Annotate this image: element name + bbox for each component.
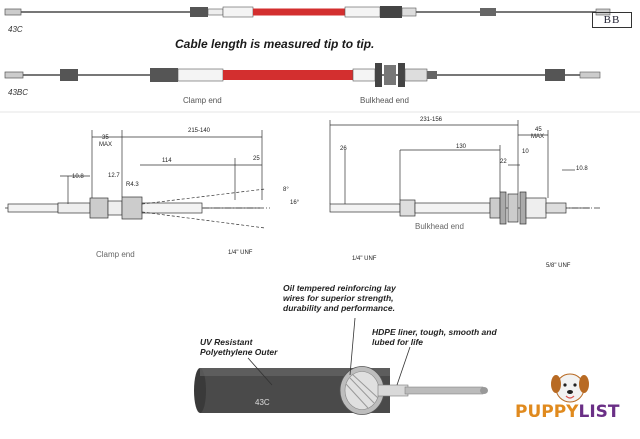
dim-label: 25 (253, 156, 260, 162)
cable-43bc (4, 63, 601, 87)
dim-label: 130 (456, 144, 467, 150)
drawing-clamp-end-label: Clamp end (96, 250, 135, 259)
dim-label: 12.7 (108, 173, 120, 179)
dim-label: 231-156 (420, 117, 443, 123)
puppy-icon (551, 373, 589, 403)
clamp-end-label: Clamp end (183, 96, 222, 105)
callout-liner: HDPE liner, tough, smooth and lubed for … (372, 327, 497, 347)
callout-lay-wires: Oil tempered reinforcing lay wires for s… (283, 283, 396, 313)
cable-code-top: 43C (8, 25, 23, 34)
dim-label: 1/4" UNF (352, 256, 377, 262)
dim-label: 1/4" UNF (228, 250, 253, 256)
drawing-bulkhead-end-label: Bulkhead end (415, 222, 464, 231)
dim-label: 22 (500, 159, 507, 165)
dim-label: 10.8 (72, 174, 84, 180)
dim-label: 10 (522, 149, 529, 155)
jacket-label: 43C (255, 398, 270, 407)
bb-logo: BB (592, 12, 632, 28)
cable-cross-section: 43C (194, 317, 488, 415)
diagram-title: Cable length is measured tip to tip. (175, 37, 375, 51)
bulkhead-end-drawing (329, 120, 600, 225)
dim-label: 26 (340, 146, 347, 152)
cable-code-bottom: 43BC (8, 88, 29, 97)
clamp-end-dims: 35 MAX 215-140 114 25 12.7 10.8 R4.3 8° … (72, 128, 300, 256)
dim-label: MAX (531, 134, 544, 140)
dim-label: 215-140 (188, 128, 211, 134)
dim-label: MAX (99, 142, 112, 148)
dim-label: 45 (535, 127, 542, 133)
dim-label: 16° (290, 200, 300, 206)
dim-label: 35 (102, 135, 109, 141)
cable-43c (4, 6, 611, 18)
brand-part2: LIST (578, 402, 620, 422)
clamp-end-drawing (5, 130, 270, 229)
dim-label: 10.8 (576, 166, 588, 172)
dim-label: R4.3 (126, 182, 139, 188)
dim-label: 5/8" UNF (546, 263, 571, 269)
dim-label: 8° (283, 187, 289, 193)
dim-label: 114 (162, 158, 172, 164)
bulkhead-end-dims: 231-156 45 MAX 26 130 10 22 10.8 1/4" UN… (340, 117, 588, 269)
brand-part1: PUPPY (515, 402, 579, 422)
callout-outer-jacket: UV Resistant Polyethylene Outer (200, 337, 278, 357)
puppylist-logo: PUPPYLIST (515, 402, 620, 422)
bulkhead-end-label: Bulkhead end (360, 96, 409, 105)
